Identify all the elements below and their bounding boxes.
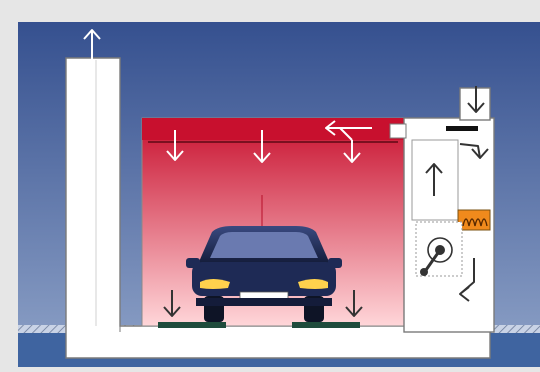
air-handling-unit <box>389 87 495 333</box>
arrow-icon <box>467 86 485 113</box>
arrow-icon <box>163 290 181 317</box>
arrow-icon <box>425 163 443 196</box>
damper-icon <box>446 126 478 131</box>
headlight-right <box>298 279 328 289</box>
supply-connector <box>389 123 407 139</box>
car-body <box>192 262 336 296</box>
arrow-icon <box>459 143 489 159</box>
arrow-icon <box>411 120 440 136</box>
arrow-icon <box>189 334 223 354</box>
fan-icon <box>415 221 463 277</box>
car-icon <box>186 226 342 322</box>
headlight-left <box>200 279 230 289</box>
windshield <box>210 232 318 258</box>
arrow-icon <box>166 130 184 161</box>
bumper <box>196 298 332 306</box>
arrow-icon <box>459 258 475 302</box>
floor-grate-right <box>292 322 360 328</box>
arrow-icon <box>343 140 361 163</box>
arrow-icon <box>345 290 363 317</box>
floor-grate-left <box>158 322 226 328</box>
arrow-icon <box>83 29 101 60</box>
mirror-right <box>328 258 342 268</box>
arrow-icon <box>339 127 353 141</box>
heater-coil-icon <box>457 209 491 231</box>
arrow-icon <box>253 130 271 163</box>
mirror-left <box>186 258 200 268</box>
arrow-icon <box>325 120 372 136</box>
airflow-arrows <box>83 29 489 354</box>
plenum <box>142 118 404 140</box>
